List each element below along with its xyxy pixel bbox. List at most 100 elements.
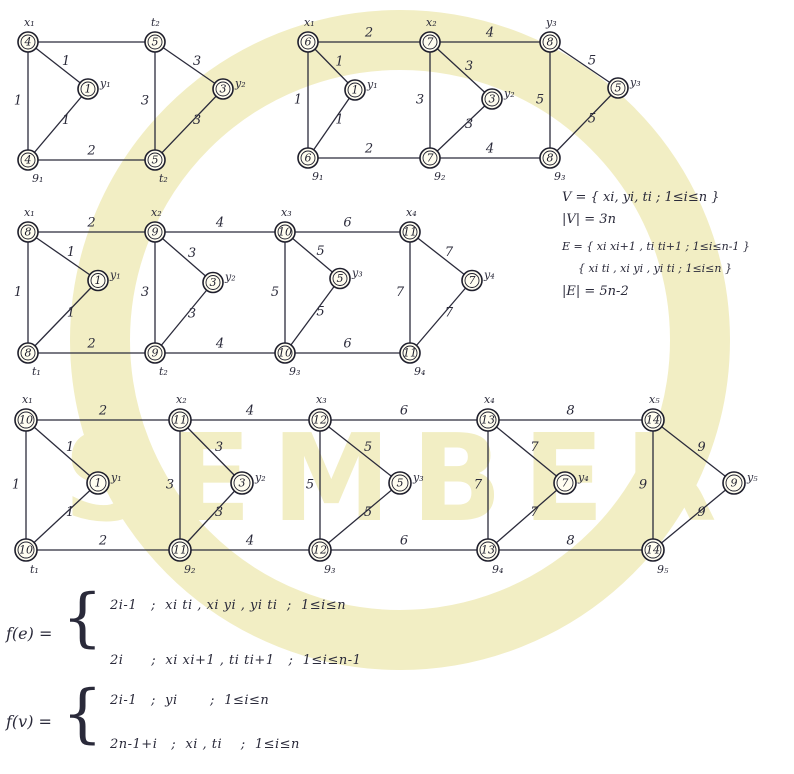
- edge-label-t1-t2: 2: [364, 142, 373, 157]
- edge-x1-y1: [27, 41, 89, 90]
- edge-label-y1-t1: 1: [66, 505, 74, 520]
- vertex-name: y₁: [110, 471, 122, 484]
- vertex-t1: 49₁: [17, 149, 43, 185]
- vertex-name: y₂: [234, 77, 246, 90]
- edge-y2-t2: [179, 482, 243, 551]
- edge-label-x2-t2: 3: [141, 285, 149, 300]
- vertex-label-value: 7: [469, 274, 476, 287]
- vertex-label-value: 10: [278, 226, 292, 239]
- vertex-label-value: 11: [403, 347, 417, 360]
- vertex-x1: 10 x₁: [14, 393, 38, 432]
- edge-x3-y3: [319, 419, 401, 484]
- vertex-x2: 7x₂: [419, 16, 441, 53]
- edge-y3-t3: [319, 482, 401, 551]
- edge-label-y2-t2: 3: [465, 117, 473, 132]
- vertex-t1: 8t₁: [17, 342, 41, 378]
- vertex-x5: 14 x₅: [641, 393, 665, 432]
- edge-x2-y2: [429, 41, 493, 100]
- edge-set-definition-2: { xi ti , xi yi , yi ti ; 1≤i≤n }: [578, 262, 732, 275]
- vertex-label-value: 5: [397, 477, 404, 490]
- edge-label-x3-y3: 5: [588, 54, 596, 69]
- edge-label-y1-t1: 1: [62, 113, 70, 128]
- vertex-name: t₂: [159, 172, 168, 185]
- edge-label-t1-t2: 2: [98, 534, 107, 549]
- vertex-name: y₄: [577, 471, 589, 484]
- vertex-label-value: 13: [481, 414, 495, 427]
- edge-label-x3-x4: 6: [343, 216, 351, 231]
- edge-y4-t4: [409, 280, 473, 354]
- vertex-set-definition: V = { xi, yi, ti ; 1≤i≤n }: [562, 190, 720, 205]
- vertex-name: x₁: [24, 16, 35, 29]
- vertex-label-value: 3: [489, 93, 496, 106]
- vertex-t2: 5t₂: [144, 149, 168, 185]
- edge-label-x2-y2: 3: [215, 440, 223, 455]
- edge-y5-t5: [652, 482, 735, 551]
- vertex-label-value: 11: [173, 414, 187, 427]
- vertex-label-value: 5: [152, 154, 159, 167]
- vertex-x3: 12 x₃: [308, 393, 332, 432]
- edge-label-t3-t4: 6: [343, 337, 351, 352]
- vertex-label-value: 12: [313, 414, 327, 427]
- vertex-label-value: 5: [337, 272, 344, 285]
- edge-label-y1-t1: 1: [335, 113, 343, 128]
- vertex-name: x₂: [426, 16, 437, 29]
- vertex-t2: 79₂: [419, 147, 445, 183]
- vertex-name: x₄: [406, 206, 417, 219]
- vertex-label-value: 10: [278, 347, 292, 360]
- edge-label-x3-t3: 5: [536, 93, 544, 108]
- vertex-name: 9₃: [324, 563, 335, 576]
- edge-x3-y3: [549, 41, 619, 89]
- vertex-label-value: 8: [547, 152, 554, 165]
- vertex-name: x₁: [304, 16, 315, 29]
- edge-label-x1-t1: 1: [12, 478, 20, 493]
- edge-label-x4-t4: 7: [396, 285, 405, 300]
- vertex-label-value: 14: [646, 544, 660, 557]
- vertex-label-value: 9: [152, 226, 159, 239]
- vertex-x2: 5t₂: [144, 16, 166, 53]
- edge-x4-y4: [487, 419, 566, 484]
- edge-label-x1-y1: 1: [67, 245, 75, 260]
- edge-label-t2-t3: 4: [485, 142, 494, 157]
- edge-label-x1-t1: 1: [14, 285, 22, 300]
- edge-label-x1-x2: 2: [86, 216, 95, 231]
- edge-x1-y1: [25, 419, 99, 484]
- edge-y1-t1: [27, 88, 89, 161]
- edge-y1-t1: [27, 280, 99, 354]
- edge-label-x2-y2: 3: [193, 54, 201, 69]
- edge-label-x2-y2: 3: [188, 246, 196, 261]
- vertex-name: y₃: [351, 267, 363, 280]
- vertex-name: x₅: [649, 393, 660, 406]
- vertex-name: y₂: [503, 87, 515, 100]
- vertex-label-value: 3: [210, 276, 217, 289]
- vertex-x3: 8y₃: [539, 16, 561, 53]
- vertex-label-value: 10: [19, 414, 33, 427]
- edge-x2-y2: [179, 419, 243, 484]
- vertex-function-lhs: f(v) =: [6, 712, 52, 731]
- vertex-t1: 69₁: [297, 147, 323, 183]
- vertex-y4: 7 y₄: [553, 471, 589, 495]
- vertex-y3: 5 y₃: [329, 267, 363, 290]
- vertex-label-value: 14: [646, 414, 660, 427]
- vertex-name: 9₁: [32, 172, 43, 185]
- vertex-name: t₁: [32, 365, 41, 378]
- vertex-name: x₃: [316, 393, 327, 406]
- edge-label-y2-t2: 3: [215, 505, 223, 520]
- vertex-name: x₁: [22, 393, 33, 406]
- vertex-label-value: 4: [24, 154, 32, 167]
- vertex-label-value: 7: [562, 477, 569, 490]
- vertex-name: y₄: [483, 269, 495, 282]
- edge-label-x3-y3: 5: [364, 440, 372, 455]
- vertex-label-value: 8: [25, 226, 32, 239]
- vertex-name: x₂: [151, 206, 162, 219]
- edge-label-t2-t3: 4: [215, 337, 224, 352]
